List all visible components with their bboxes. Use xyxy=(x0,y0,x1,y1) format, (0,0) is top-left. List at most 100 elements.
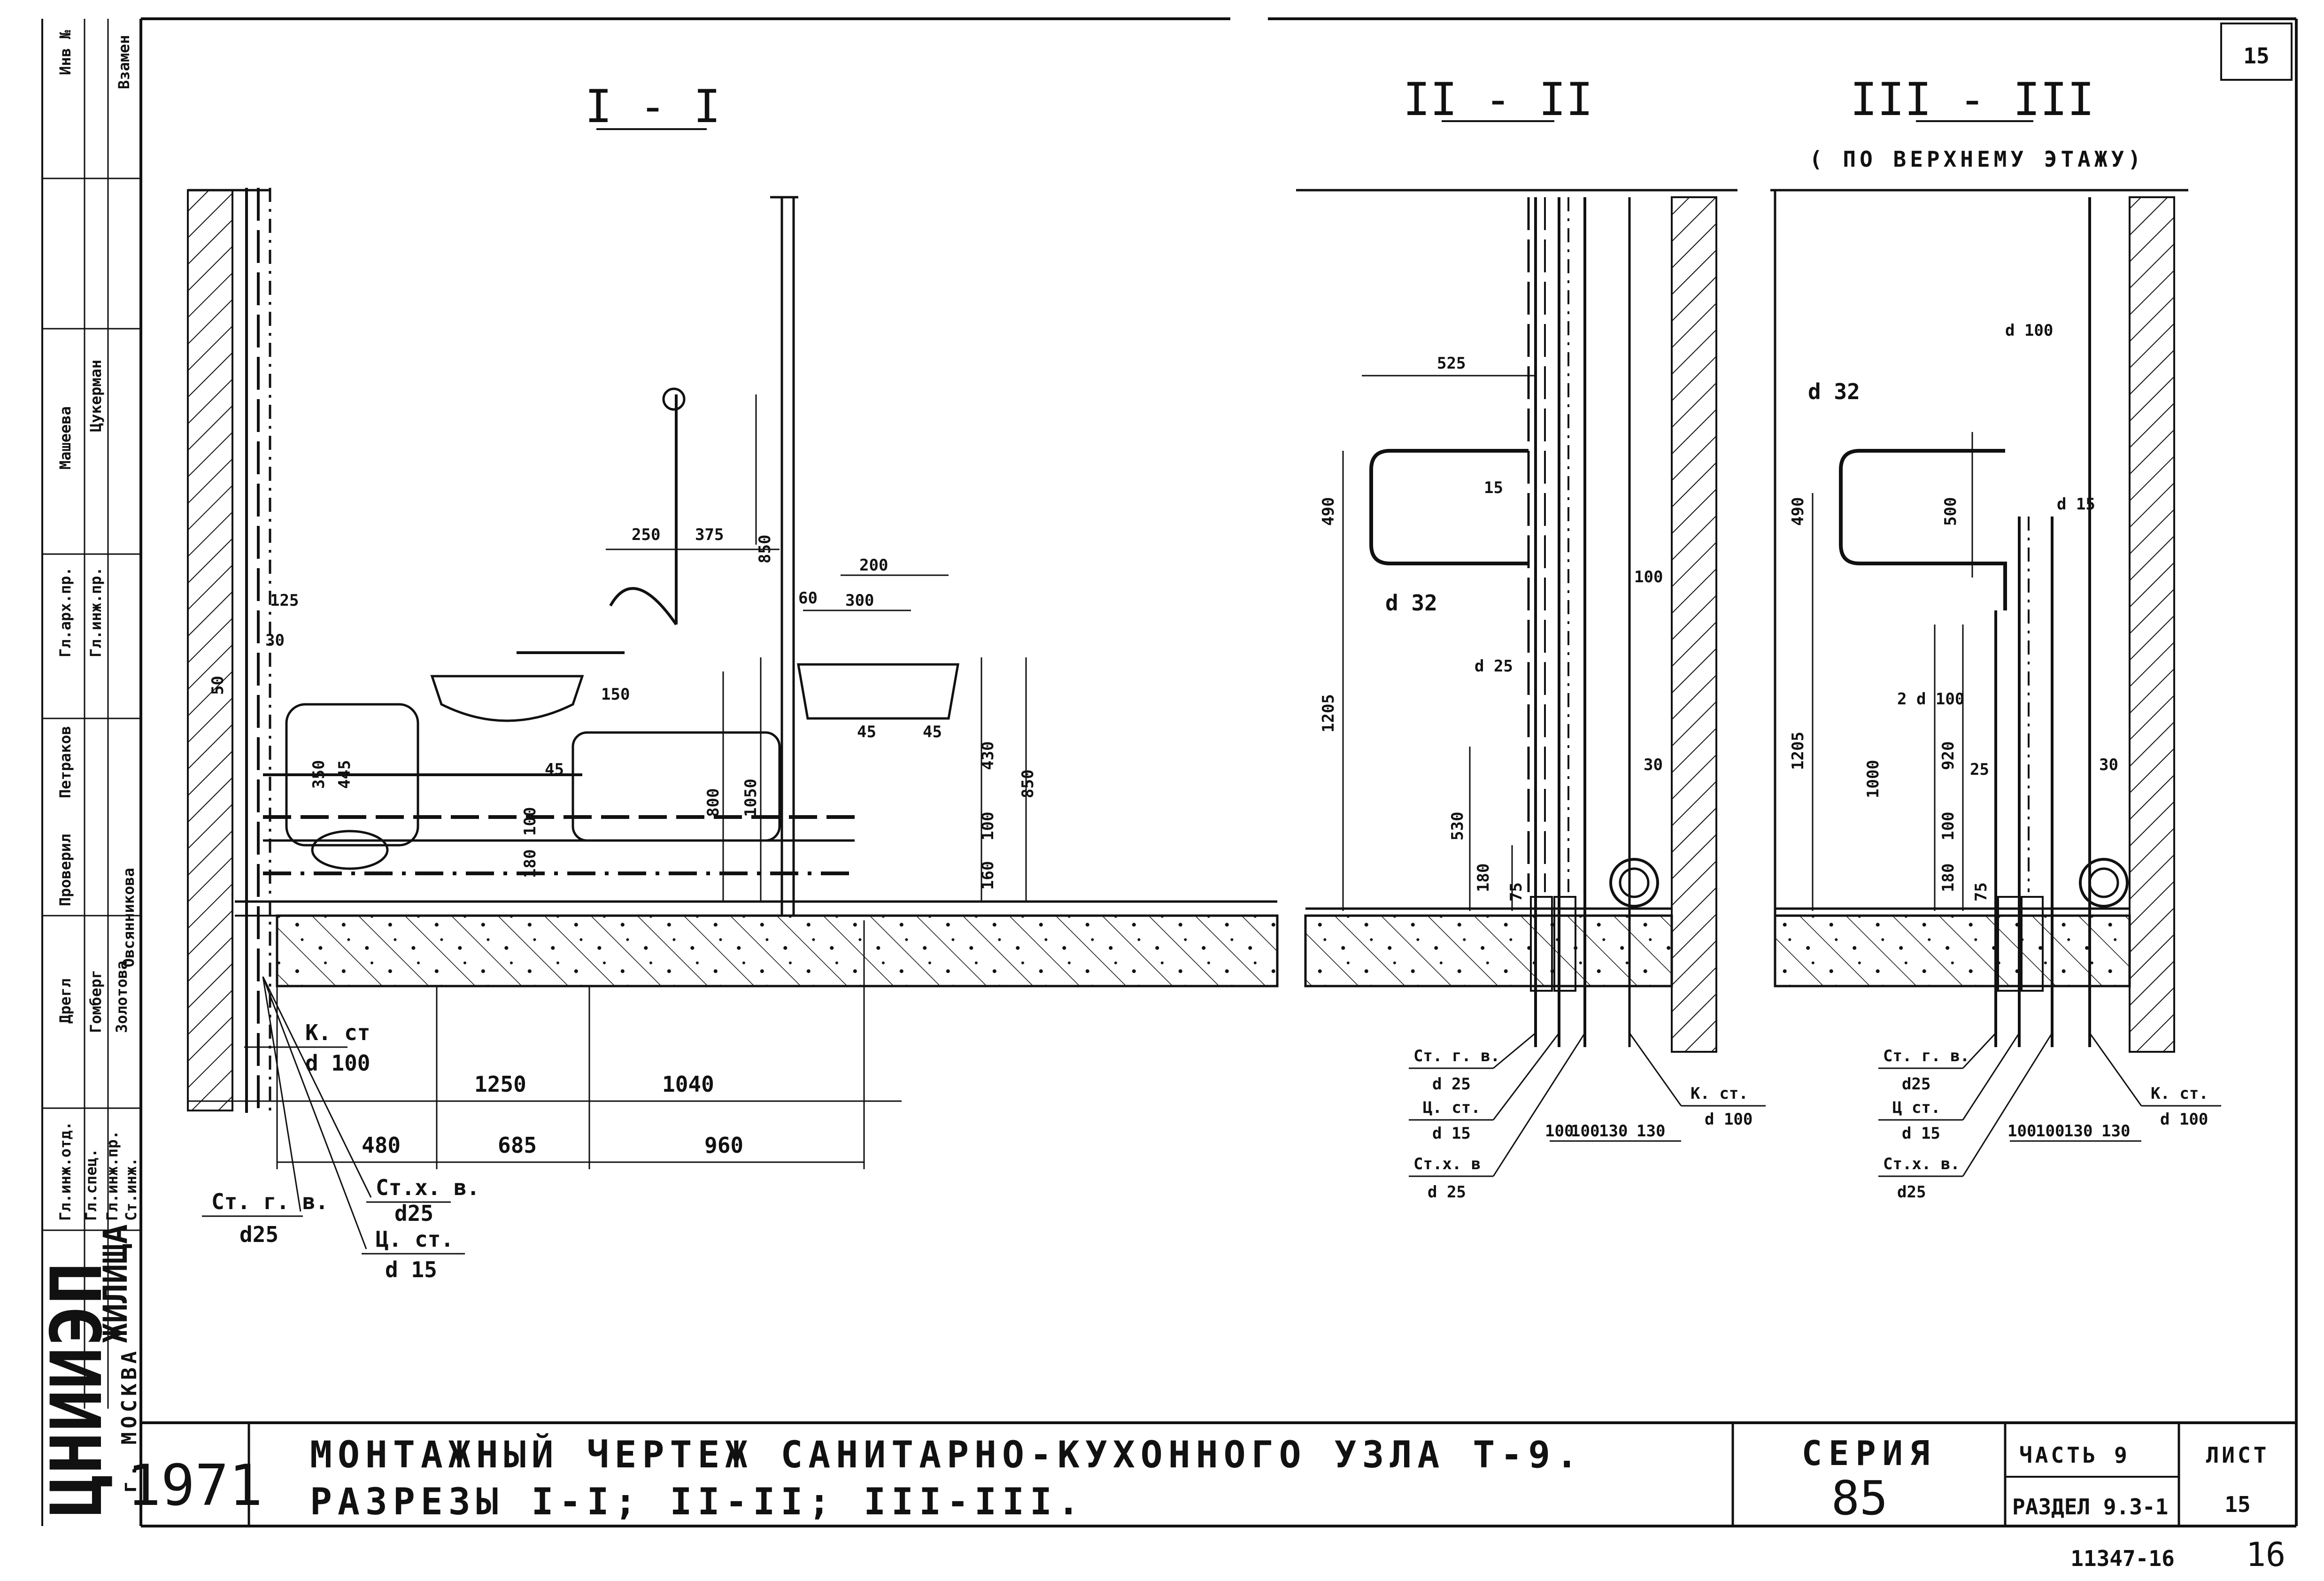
s2-pipe-d25: d 25 xyxy=(1475,657,1513,676)
s1-dim-150: 150 xyxy=(601,685,630,704)
s1-dim-960: 960 xyxy=(704,1133,743,1158)
s1-dim-45c: 45 xyxy=(545,760,564,779)
stamp-bottom-right: 16 xyxy=(2246,1535,2285,1574)
s2-label-cst-d: d 15 xyxy=(1432,1124,1471,1143)
title-block: 1971 МОНТАЖНЫЙ ЧЕРТЕЖ САНИТАРНО-КУХОННОГ… xyxy=(127,1421,2296,1574)
sheet-label: ЛИСТ xyxy=(2206,1442,2270,1468)
role-tsukerman: Цукерман xyxy=(87,360,105,432)
s2-label-cst: Ц. ст. xyxy=(1423,1098,1481,1117)
role-petrakov: Петраков xyxy=(56,726,74,798)
s3-dim-920: 920 xyxy=(1939,741,1958,770)
role-gl-inzh-pr: Гл.инж.пр. xyxy=(103,1130,121,1221)
role-gl-spets: Гл.спец. xyxy=(82,1149,100,1221)
s1-dim-180: 180 xyxy=(521,849,540,878)
s3-dim-500: 500 xyxy=(1941,497,1960,526)
s3-label-stgv-d: d25 xyxy=(1902,1075,1930,1094)
s3-pipe-d100: d 100 xyxy=(2005,321,2053,340)
s2-label-stxv: Ст.х. в xyxy=(1413,1155,1481,1173)
s1-dim-125: 125 xyxy=(270,591,299,610)
s1-dim-200: 200 xyxy=(859,556,888,575)
s1-dim-300: 300 xyxy=(845,591,874,610)
s3-label-kst-d: d 100 xyxy=(2160,1110,2208,1129)
s1-label-stgv-d: d25 xyxy=(239,1222,278,1247)
s2-label-stgv: Ст. г. в. xyxy=(1413,1047,1500,1065)
s1-dim-850a: 850 xyxy=(756,535,774,563)
role-ovsyannikova: Овсянникова xyxy=(120,868,138,967)
part: ЧАСТЬ 9 xyxy=(2019,1442,2130,1468)
s3-label-stxv-d: d25 xyxy=(1897,1183,1926,1202)
s2-bot-130a: 130 xyxy=(1599,1122,1628,1141)
s3-dim-30: 30 xyxy=(2099,756,2118,774)
sheet-value: 15 xyxy=(2224,1492,2250,1517)
series-value: 85 xyxy=(1831,1471,1888,1526)
s3-bot-100b: 100 xyxy=(2036,1122,2064,1141)
s2-dim-1205: 1205 xyxy=(1319,694,1338,733)
s2-bot-100b: 100 xyxy=(1571,1122,1599,1141)
s2-label-kst: К. ст. xyxy=(1691,1084,1748,1103)
role-proveril: Проверил xyxy=(56,834,74,906)
s2-label-stgv-d: d 25 xyxy=(1432,1075,1471,1094)
s1-dim-685: 685 xyxy=(498,1133,537,1158)
sheet-number-top: 15 xyxy=(2243,43,2269,69)
title-line1: МОНТАЖНЫЙ ЧЕРТЕЖ САНИТАРНО-КУХОННОГО УЗЛ… xyxy=(310,1433,1583,1476)
s3-pipe-d32: d 32 xyxy=(1808,379,1860,404)
s1-dim-1250: 1250 xyxy=(474,1072,526,1097)
s1-dim-160: 160 xyxy=(979,861,997,890)
org-word: ЖИЛИЩА xyxy=(96,1224,135,1343)
s1-dim-430: 430 xyxy=(979,741,997,770)
role-vzamen: Взамен xyxy=(115,35,133,89)
stamp-bottom-left: 11347-16 xyxy=(2070,1546,2175,1571)
s1-label-cst: Ц. ст. xyxy=(376,1226,454,1252)
s1-dim-60: 60 xyxy=(798,589,818,608)
s2-label-stxv-d: d 25 xyxy=(1428,1183,1466,1202)
s1-dim-1050: 1050 xyxy=(741,779,760,817)
s1-label-stxv-d: d25 xyxy=(394,1201,433,1226)
s2-bot-130b: 130 xyxy=(1637,1122,1665,1141)
section2-dimensions: 525 490 1205 530 180 75 30 15 d 32 d 25 … xyxy=(1319,354,1753,1202)
s1-dim-100b: 100 xyxy=(979,812,997,841)
s3-bot-130a: 130 xyxy=(2064,1122,2092,1141)
section3-dimensions: 490 500 1205 1000 920 25 100 180 75 30 d… xyxy=(1789,321,2208,1202)
role-gl-inzh-otd: Гл.инж.отд. xyxy=(56,1121,74,1221)
section2-drawing xyxy=(1296,189,1766,1177)
org-city: г. МОСКВА xyxy=(117,1348,141,1493)
s1-label-kst: К. ст xyxy=(305,1020,370,1045)
s3-dim-490: 490 xyxy=(1789,497,1807,526)
s1-dim-100a: 100 xyxy=(521,807,540,836)
s1-label-cst-d: d 15 xyxy=(385,1257,437,1282)
s3-pipe-d15: d 15 xyxy=(2057,495,2095,514)
sheet-frame: 15 xyxy=(139,17,2298,1527)
left-strip: Инв № Взамен Машеева Цукерман Гл.арх.пр.… xyxy=(36,19,141,1526)
year: 1971 xyxy=(127,1453,263,1519)
s2-dim-490: 490 xyxy=(1319,497,1338,526)
section3-drawing xyxy=(1770,189,2221,1177)
s1-label-stgv: Ст. г. в. xyxy=(211,1189,328,1214)
s3-label-stxv: Ст.х. в. xyxy=(1883,1155,1960,1173)
s3-dim-100: 100 xyxy=(1939,812,1958,841)
section2-title: II - II xyxy=(1403,73,1593,126)
s2-dim-530: 530 xyxy=(1448,812,1467,841)
s1-dim-375: 375 xyxy=(695,525,724,544)
s2-dim-30: 30 xyxy=(1644,756,1663,774)
s3-label-kst: К. ст. xyxy=(2151,1084,2208,1103)
role-masheeva: Машеева xyxy=(56,406,74,470)
series-label: СЕРИЯ xyxy=(1802,1434,1937,1473)
s3-label-stgv: Ст. г. в. xyxy=(1883,1047,1969,1065)
s3-label-cst-d: d 15 xyxy=(1902,1124,1940,1143)
s1-dim-480: 480 xyxy=(362,1133,401,1158)
s3-dim-75: 75 xyxy=(1972,882,1991,902)
role-dregl: Дрегл xyxy=(56,979,74,1024)
s1-label-stxv: Ст.х. в. xyxy=(376,1175,480,1200)
s2-dim-525: 525 xyxy=(1437,354,1466,373)
role-inv: Инв № xyxy=(56,30,74,75)
title-line2: РАЗРЕЗЫ I-I; II-II; III-III. xyxy=(310,1481,1085,1523)
s2-dim-180: 180 xyxy=(1474,864,1493,892)
s2-bot-100a: 100 xyxy=(1545,1122,1574,1141)
s2-pipe-100: 100 xyxy=(1634,568,1663,586)
s3-dim-1205: 1205 xyxy=(1789,732,1807,770)
s3-label-cst: Ц ст. xyxy=(1892,1098,1940,1117)
s2-dim-75: 75 xyxy=(1507,882,1526,902)
s1-dim-850b: 850 xyxy=(1019,770,1037,798)
role-gl-arh: Гл.арх.пр. xyxy=(56,567,74,657)
org-logo: ЦНИИЭП xyxy=(36,1262,118,1517)
